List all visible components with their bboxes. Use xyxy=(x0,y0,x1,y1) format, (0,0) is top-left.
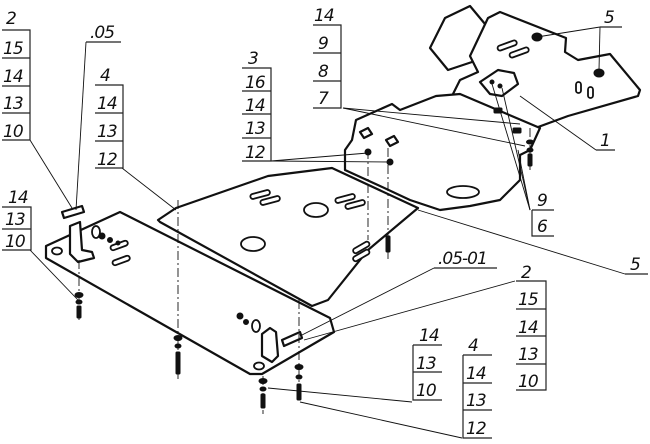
callout-label: 5 xyxy=(630,255,640,275)
callout-label: 16 xyxy=(245,73,266,93)
callout-stack-center-left: 3 16 14 13 12 xyxy=(242,49,272,163)
callout-label: 13 xyxy=(97,122,117,142)
callout-label: 2 xyxy=(521,263,531,283)
front-plate xyxy=(44,204,336,376)
callout-label: 14 xyxy=(3,67,23,87)
callout-stack-center-top: 14 9 8 7 xyxy=(313,6,342,109)
access-hole xyxy=(240,236,266,252)
callout-label: 13 xyxy=(466,391,486,411)
callout-label: 13 xyxy=(5,210,25,230)
callout-stack-left-low: 14 13 10 xyxy=(2,188,32,252)
callout-label: 9 xyxy=(318,34,328,54)
callout-label: 4 xyxy=(100,66,110,86)
callout-05: .05 xyxy=(86,23,121,43)
callout-label: 10 xyxy=(5,232,25,252)
callout-label: 13 xyxy=(416,354,436,374)
middle-plate xyxy=(343,92,542,212)
callout-label: 7 xyxy=(318,89,329,109)
callout-label: 15 xyxy=(3,39,23,59)
fasteners xyxy=(74,128,534,414)
callout-label: 4 xyxy=(468,336,478,356)
callout-label: 13 xyxy=(3,94,23,114)
callout-label: 14 xyxy=(97,94,117,114)
callout-label: 14 xyxy=(8,188,28,208)
callout-label: 2 xyxy=(6,9,16,29)
callout-label: 6 xyxy=(537,217,548,237)
callout-top-right-5: 5 xyxy=(600,8,622,28)
callout-right-1: 1 xyxy=(596,131,615,151)
bracket-item-05 xyxy=(68,220,96,264)
callout-label: 10 xyxy=(3,122,23,142)
plate-item-3 xyxy=(343,92,542,212)
access-hole xyxy=(446,185,480,199)
callout-stack-left-mid: 4 14 13 12 xyxy=(95,66,124,170)
leader-lines xyxy=(29,26,626,439)
plate-item-1-main xyxy=(448,10,642,132)
callout-label: 15 xyxy=(518,290,538,310)
callout-stack-right-9-6: 9 6 xyxy=(531,191,554,237)
callout-label: 12 xyxy=(245,143,265,163)
callout-label: 1 xyxy=(600,131,610,151)
callout-stack-right-low: 2 15 14 13 10 xyxy=(516,263,547,392)
callout-right-5: 5 xyxy=(625,255,648,275)
callout-label: 14 xyxy=(314,6,334,26)
callout-label: 14 xyxy=(466,364,486,384)
callout-label: 14 xyxy=(518,318,538,338)
callout-label: 13 xyxy=(518,345,538,365)
callout-label: 14 xyxy=(245,96,265,116)
callout-label: 13 xyxy=(245,119,265,139)
callout-label: 3 xyxy=(248,49,258,69)
callout-label: .05-01 xyxy=(438,249,487,269)
bracket-item-9 xyxy=(478,68,520,98)
bracket-item-05-01 xyxy=(260,326,280,364)
front-middle-plate xyxy=(156,166,420,308)
callout-label: 10 xyxy=(518,372,538,392)
callout-label: 12 xyxy=(97,150,117,170)
bolt-hole-icon xyxy=(593,68,605,78)
callout-label: .05 xyxy=(90,23,114,43)
access-hole xyxy=(303,202,329,218)
callout-label: 12 xyxy=(466,419,486,439)
callout-label: 10 xyxy=(416,381,436,401)
callout-label: 9 xyxy=(537,191,547,211)
callout-stack-bottom-mid: 14 13 10 xyxy=(412,326,442,401)
rear-plate xyxy=(428,4,642,132)
callout-stack-top-left: 2 15 14 13 10 xyxy=(2,9,31,142)
callout-label: 5 xyxy=(604,8,614,28)
callout-label: 8 xyxy=(318,62,329,82)
callout-stack-bottom-right: 4 14 13 12 xyxy=(462,336,492,439)
callout-label: 14 xyxy=(419,326,439,346)
callout-05-01: .05-01 xyxy=(434,249,497,269)
